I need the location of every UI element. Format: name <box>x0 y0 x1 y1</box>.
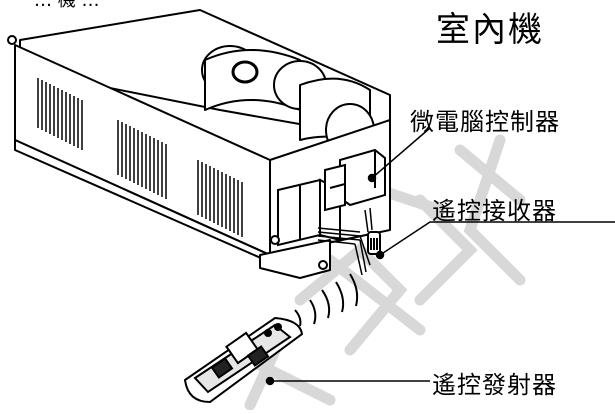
cropped-top-caption: … 機 … <box>34 0 99 12</box>
remote-receiver <box>368 232 380 254</box>
leader-dot-controller <box>369 175 376 182</box>
leader-dot-transmitter <box>267 378 274 385</box>
transmitter-label: 遙控發射器 <box>432 365 557 400</box>
indoor-unit-label: 室內機 <box>436 2 544 51</box>
receiver-label: 遙控接收器 <box>432 191 557 226</box>
remote-transmitter <box>185 318 302 402</box>
leader-dot-receiver <box>377 252 384 259</box>
controller-label: 微電腦控制器 <box>410 102 560 137</box>
